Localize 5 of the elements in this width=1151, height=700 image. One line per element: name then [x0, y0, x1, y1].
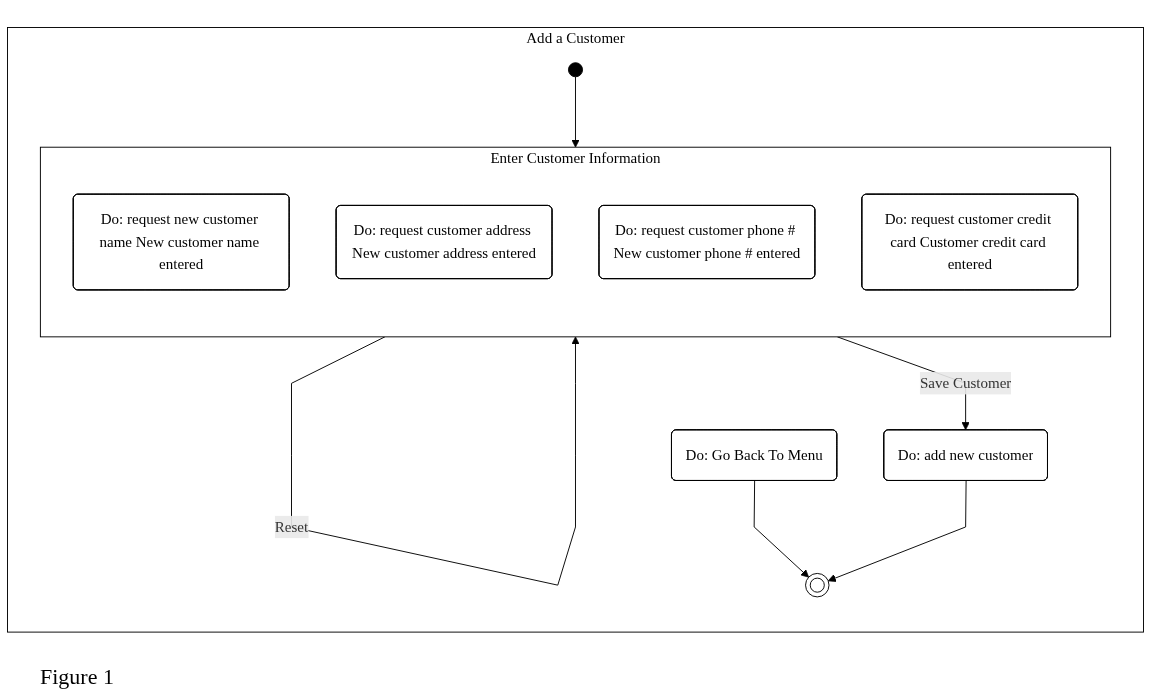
edge-label: Reset [274, 518, 309, 535]
node-circle [805, 573, 830, 598]
node-circle [568, 62, 583, 78]
figure-caption: Figure 1 [40, 664, 114, 690]
edge-label: Save Customer [919, 375, 1012, 392]
